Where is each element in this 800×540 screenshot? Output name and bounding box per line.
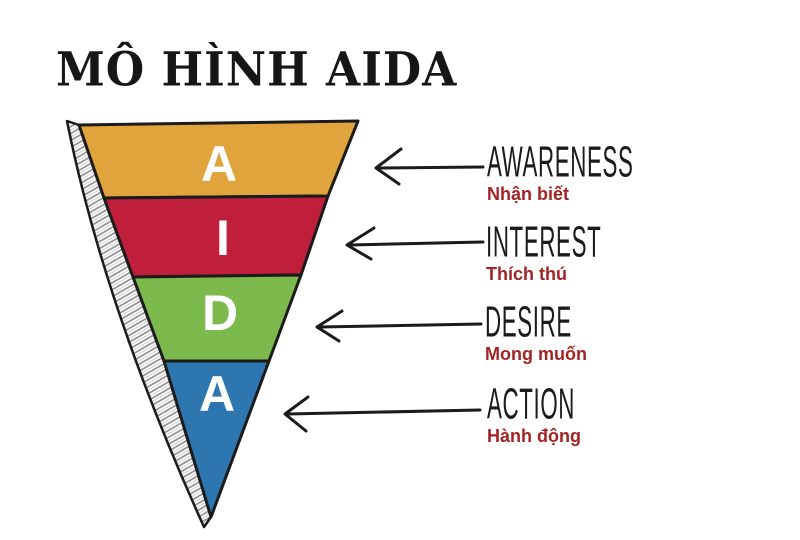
stage-label-en-desire: DESIRE: [485, 296, 572, 347]
stage-label-en-interest: INTEREST: [486, 216, 602, 267]
stage-label-en-action: ACTION: [487, 378, 576, 429]
stage-letter-desire: D: [202, 285, 238, 341]
stage-label-vi-desire: Mong muốn: [485, 344, 587, 364]
stage-label-vi-awareness: Nhận biết: [487, 184, 570, 204]
arrow-left-icon-action: [283, 395, 482, 433]
stage-label-group-desire: DESIRE Mong muốn: [485, 296, 625, 364]
funnel-stage-action: [162, 359, 271, 519]
page-title: MÔ HÌNH AIDA: [56, 41, 458, 98]
stage-letter-awareness: A: [201, 136, 237, 192]
stage-label-group-awareness: AWARENESS Nhận biết: [487, 136, 723, 204]
stage-letter-interest: I: [216, 210, 230, 266]
stage-letter-action: A: [199, 366, 235, 422]
stage-label-group-action: ACTION Hành động: [487, 378, 629, 446]
arrow-left-icon-interest: [345, 226, 485, 261]
arrow-left-icon-desire: [315, 309, 483, 343]
stage-label-group-interest: INTEREST Thích thú: [486, 216, 672, 284]
arrow-left-icon-awareness: [374, 147, 485, 186]
stage-label-en-awareness: AWARENESS: [487, 136, 634, 187]
stage-label-vi-action: Hành động: [487, 426, 581, 446]
stage-label-vi-interest: Thích thú: [486, 264, 567, 284]
